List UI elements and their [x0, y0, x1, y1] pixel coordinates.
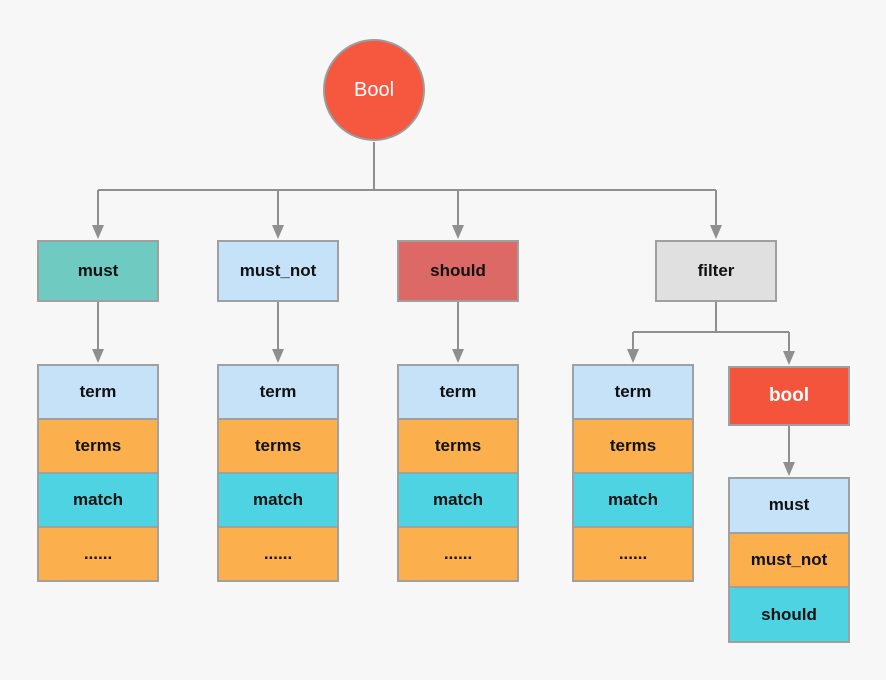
- node-must-not: must_not: [217, 240, 339, 302]
- stack-cell-term: term: [38, 365, 158, 419]
- stack-cell-match: match: [38, 473, 158, 527]
- stack-cell-terms-label: terms: [254, 436, 302, 455]
- node-nested-bool: bool: [728, 366, 850, 426]
- query-stack-must: term terms match ......: [37, 364, 159, 582]
- stack-cell-term-label: term: [259, 382, 297, 401]
- stack-cell-term: term: [218, 365, 338, 419]
- stack-cell-match: match: [398, 473, 518, 527]
- node-filter: filter: [655, 240, 777, 302]
- stack-cell-term-label: term: [79, 382, 117, 401]
- node-bool-root-label: Bool: [353, 78, 395, 101]
- stack-cell-match: match: [573, 473, 693, 527]
- node-bool-root: Bool: [323, 39, 425, 141]
- node-nested-bool-label: bool: [768, 385, 810, 406]
- stack-cell-ellipsis-label: ......: [83, 544, 113, 563]
- stack-cell-must-label: must: [768, 495, 810, 515]
- node-should-label: should: [430, 261, 486, 280]
- nested-bool-stack: must must_not should: [728, 477, 850, 643]
- stack-cell-should: should: [729, 587, 849, 643]
- stack-cell-ellipsis: ......: [398, 527, 518, 581]
- stack-cell-terms-label: terms: [609, 436, 657, 455]
- stack-cell-terms-label: terms: [434, 436, 482, 455]
- stack-cell-terms: terms: [218, 419, 338, 473]
- stack-cell-term-label: term: [439, 382, 477, 401]
- query-stack-filter: term terms match ......: [572, 364, 694, 582]
- node-must: must: [37, 240, 159, 302]
- stack-cell-ellipsis: ......: [38, 527, 158, 581]
- stack-cell-match-label: match: [607, 490, 659, 509]
- stack-cell-must: must: [729, 478, 849, 533]
- stack-cell-term: term: [573, 365, 693, 419]
- stack-cell-terms-label: terms: [74, 436, 122, 455]
- query-stack-should: term terms match ......: [397, 364, 519, 582]
- stack-cell-term: term: [398, 365, 518, 419]
- stack-cell-must-not: must_not: [729, 532, 849, 588]
- stack-cell-must-not-label: must_not: [750, 550, 828, 569]
- node-should: should: [397, 240, 519, 302]
- node-must-not-label: must_not: [239, 261, 317, 280]
- stack-cell-match-label: match: [72, 490, 124, 509]
- stack-cell-terms: terms: [573, 419, 693, 473]
- stack-cell-ellipsis: ......: [218, 527, 338, 581]
- node-filter-label: filter: [697, 261, 735, 280]
- stack-cell-match-label: match: [432, 490, 484, 509]
- stack-cell-ellipsis: ......: [573, 527, 693, 581]
- stack-cell-match-label: match: [252, 490, 304, 509]
- stack-cell-term-label: term: [614, 382, 652, 401]
- stack-cell-terms: terms: [38, 419, 158, 473]
- stack-cell-match: match: [218, 473, 338, 527]
- stack-cell-terms: terms: [398, 419, 518, 473]
- query-stack-must-not: term terms match ......: [217, 364, 339, 582]
- stack-cell-ellipsis-label: ......: [263, 544, 293, 563]
- node-must-label: must: [77, 261, 119, 280]
- stack-cell-ellipsis-label: ......: [618, 544, 648, 563]
- stack-cell-should-label: should: [761, 604, 817, 624]
- stack-cell-ellipsis-label: ......: [443, 544, 473, 563]
